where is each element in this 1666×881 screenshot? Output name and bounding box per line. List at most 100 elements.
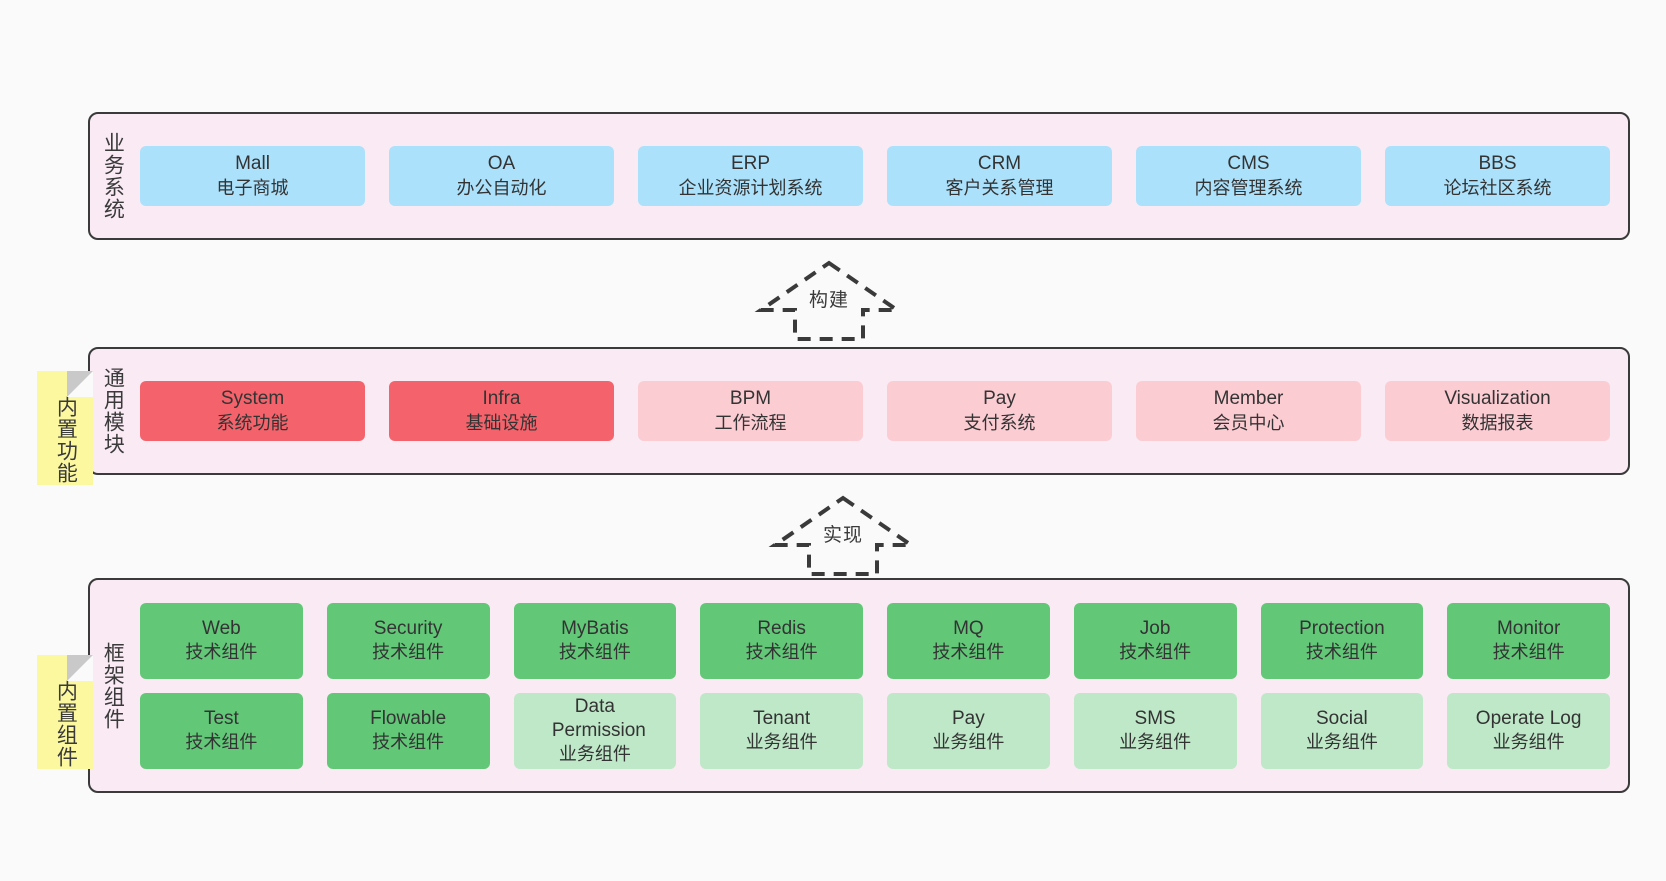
card-flowable-title: Flowable bbox=[370, 707, 447, 729]
card-pay-module[interactable]: Pay 支付系统 bbox=[887, 381, 1112, 441]
card-monitor[interactable]: Monitor 技术组件 bbox=[1447, 602, 1610, 679]
implement-arrow: 实现 bbox=[768, 495, 918, 577]
card-mybatis-subtitle: 技术组件 bbox=[558, 642, 631, 663]
card-crm[interactable]: CRM 客户关系管理 bbox=[887, 146, 1112, 206]
card-operate-log-subtitle: 业务组件 bbox=[1492, 732, 1565, 753]
card-web-title: Web bbox=[202, 617, 241, 639]
card-operate-log-title: Operate Log bbox=[1475, 707, 1582, 729]
card-mq-title: MQ bbox=[953, 617, 984, 639]
card-data-permission[interactable]: Data Permission 业务组件 bbox=[513, 692, 677, 769]
card-security-title: Security bbox=[373, 617, 443, 639]
card-web-subtitle: 技术组件 bbox=[185, 642, 258, 663]
card-mybatis[interactable]: MyBatis 技术组件 bbox=[513, 602, 677, 679]
card-mall-title: Mall bbox=[235, 153, 270, 175]
card-job-title: Job bbox=[1139, 617, 1171, 639]
card-oa-subtitle: 办公自动化 bbox=[456, 177, 547, 198]
card-flowable[interactable]: Flowable 技术组件 bbox=[326, 692, 490, 769]
card-system-subtitle: 系统功能 bbox=[216, 412, 289, 433]
card-infra-subtitle: 基础设施 bbox=[465, 412, 538, 433]
card-cms-subtitle: 内容管理系统 bbox=[1194, 177, 1303, 198]
card-system[interactable]: System 系统功能 bbox=[140, 381, 365, 441]
card-member-subtitle: 会员中心 bbox=[1212, 412, 1285, 433]
framework-component-layer: 框架组件 Web 技术组件 Security 技术组件 MyBatis 技术组件… bbox=[88, 578, 1630, 793]
business-system-layer-title: 业务系统 bbox=[101, 132, 125, 220]
card-tenant-subtitle: 业务组件 bbox=[745, 732, 818, 753]
card-mq-subtitle: 技术组件 bbox=[932, 642, 1005, 663]
card-bbs[interactable]: BBS 论坛社区系统 bbox=[1385, 146, 1610, 206]
card-bbs-subtitle: 论坛社区系统 bbox=[1443, 177, 1552, 198]
common-module-row: System 系统功能 Infra 基础设施 BPM 工作流程 Pay 支付系统… bbox=[140, 381, 1610, 441]
note-builtin-component-label: 内置组件 bbox=[54, 680, 78, 768]
framework-business-row: Test 技术组件 Flowable 技术组件 Data Permission … bbox=[140, 692, 1610, 769]
card-protection[interactable]: Protection 技术组件 bbox=[1260, 602, 1424, 679]
card-job-subtitle: 技术组件 bbox=[1119, 642, 1192, 663]
card-pay-component-subtitle: 业务组件 bbox=[932, 732, 1005, 753]
framework-tech-row: Web 技术组件 Security 技术组件 MyBatis 技术组件 Redi… bbox=[140, 602, 1610, 679]
card-security-subtitle: 技术组件 bbox=[372, 642, 445, 663]
card-test[interactable]: Test 技术组件 bbox=[140, 692, 303, 769]
card-protection-subtitle: 技术组件 bbox=[1305, 642, 1378, 663]
card-web[interactable]: Web 技术组件 bbox=[140, 602, 303, 679]
card-erp[interactable]: ERP 企业资源计划系统 bbox=[638, 146, 863, 206]
card-mall[interactable]: Mall 电子商城 bbox=[140, 146, 365, 206]
note-builtin-component: 内置组件 bbox=[37, 655, 93, 769]
build-arrow-label: 构建 bbox=[808, 290, 849, 311]
card-bpm-title: BPM bbox=[729, 388, 772, 410]
card-test-subtitle: 技术组件 bbox=[185, 732, 258, 753]
card-crm-subtitle: 客户关系管理 bbox=[945, 177, 1054, 198]
card-visualization-title: Visualization bbox=[1444, 388, 1551, 410]
note-builtin-function-label: 内置功能 bbox=[54, 396, 78, 484]
card-visualization[interactable]: Visualization 数据报表 bbox=[1385, 381, 1610, 441]
card-flowable-subtitle: 技术组件 bbox=[372, 732, 445, 753]
card-test-title: Test bbox=[203, 707, 239, 729]
card-bpm-subtitle: 工作流程 bbox=[714, 412, 787, 433]
card-bbs-title: BBS bbox=[1478, 153, 1517, 175]
card-redis-subtitle: 技术组件 bbox=[745, 642, 818, 663]
card-mq[interactable]: MQ 技术组件 bbox=[887, 602, 1050, 679]
card-redis-title: Redis bbox=[757, 617, 806, 639]
card-operate-log[interactable]: Operate Log 业务组件 bbox=[1447, 692, 1610, 769]
card-tenant[interactable]: Tenant 业务组件 bbox=[700, 692, 863, 769]
card-member-title: Member bbox=[1213, 388, 1284, 410]
card-job[interactable]: Job 技术组件 bbox=[1073, 602, 1237, 679]
card-social-title: Social bbox=[1316, 707, 1368, 729]
card-mybatis-title: MyBatis bbox=[561, 617, 629, 639]
card-sms-title: SMS bbox=[1134, 707, 1176, 729]
common-module-layer-title: 通用模块 bbox=[101, 367, 125, 455]
card-pay-component[interactable]: Pay 业务组件 bbox=[887, 692, 1050, 769]
card-crm-title: CRM bbox=[977, 153, 1022, 175]
card-data-permission-title: Data Permission bbox=[551, 695, 646, 741]
framework-component-cards: Web 技术组件 Security 技术组件 MyBatis 技术组件 Redi… bbox=[134, 580, 1628, 791]
framework-component-layer-title: 框架组件 bbox=[101, 641, 125, 730]
card-monitor-title: Monitor bbox=[1496, 617, 1561, 639]
note-builtin-function: 内置功能 bbox=[37, 371, 93, 485]
card-member[interactable]: Member 会员中心 bbox=[1136, 381, 1361, 441]
card-monitor-subtitle: 技术组件 bbox=[1492, 642, 1565, 663]
card-oa-title: OA bbox=[487, 153, 516, 175]
card-data-permission-subtitle: 业务组件 bbox=[558, 744, 631, 765]
card-redis[interactable]: Redis 技术组件 bbox=[700, 602, 863, 679]
card-pay-module-title: Pay bbox=[983, 388, 1016, 410]
build-arrow: 构建 bbox=[754, 260, 904, 342]
card-protection-title: Protection bbox=[1299, 617, 1385, 639]
card-security[interactable]: Security 技术组件 bbox=[326, 602, 490, 679]
card-pay-module-subtitle: 支付系统 bbox=[963, 412, 1036, 433]
card-sms-subtitle: 业务组件 bbox=[1119, 732, 1192, 753]
business-system-layer: 业务系统 Mall 电子商城 OA 办公自动化 ERP 企业资源计划系统 CRM… bbox=[88, 112, 1630, 240]
card-social[interactable]: Social 业务组件 bbox=[1260, 692, 1424, 769]
card-sms[interactable]: SMS 业务组件 bbox=[1073, 692, 1237, 769]
card-social-subtitle: 业务组件 bbox=[1305, 732, 1378, 753]
card-infra[interactable]: Infra 基础设施 bbox=[389, 381, 614, 441]
card-oa[interactable]: OA 办公自动化 bbox=[389, 146, 614, 206]
card-bpm[interactable]: BPM 工作流程 bbox=[638, 381, 863, 441]
card-erp-subtitle: 企业资源计划系统 bbox=[678, 177, 823, 198]
card-visualization-subtitle: 数据报表 bbox=[1461, 412, 1534, 433]
card-mall-subtitle: 电子商城 bbox=[216, 177, 289, 198]
card-tenant-title: Tenant bbox=[753, 707, 811, 729]
common-module-cards: System 系统功能 Infra 基础设施 BPM 工作流程 Pay 支付系统… bbox=[134, 349, 1628, 473]
card-cms-title: CMS bbox=[1227, 153, 1270, 175]
card-system-title: System bbox=[220, 388, 285, 410]
card-infra-title: Infra bbox=[482, 388, 521, 410]
card-cms[interactable]: CMS 内容管理系统 bbox=[1136, 146, 1361, 206]
